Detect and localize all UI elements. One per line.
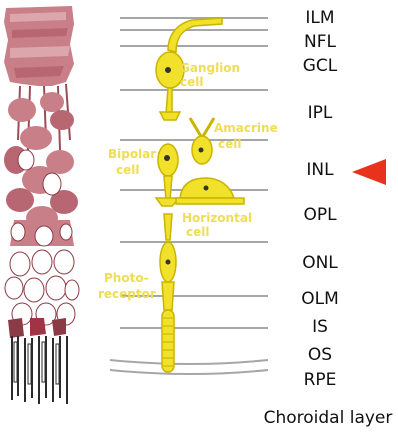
photoreceptor-label-line2: receptor xyxy=(98,287,156,301)
layer-label-olm: OLM xyxy=(301,289,339,309)
bipolar-label-line1: Bipolar xyxy=(108,147,156,161)
layer-label-nfl: NFL xyxy=(304,32,336,52)
layer-label-os: OS xyxy=(308,345,332,365)
layer-label-gcl: GCL xyxy=(303,56,338,76)
layer-label-rpe: RPE xyxy=(304,370,337,390)
layer-label-onl: ONL xyxy=(302,253,338,273)
ganglion-label-line2: cell xyxy=(180,75,203,89)
red-arrow-pointer-icon xyxy=(350,157,388,187)
layer-label-ipl: IPL xyxy=(308,103,333,123)
layer-label-inl: INL xyxy=(306,160,333,180)
layer-label-ilm: ILM xyxy=(305,8,334,28)
amacrine-label-line1: Amacrine xyxy=(214,121,278,135)
layer-label-choroid: Choroidal layer xyxy=(264,408,393,428)
ganglion-label-line1: Ganglion xyxy=(180,61,240,75)
layer-label-is: IS xyxy=(312,317,328,337)
cell-labels: Ganglion cell Amacrine cell Bipolar cell… xyxy=(98,61,278,301)
horizontal-label-line1: Horizontal xyxy=(182,211,252,225)
photoreceptor-outer-segment xyxy=(162,310,174,372)
horizontal-label-line2: cell xyxy=(186,225,209,239)
layer-label-opl: OPL xyxy=(303,205,336,225)
amacrine-label-line2: cell xyxy=(218,137,241,151)
photoreceptor-label-line1: Photo- xyxy=(104,271,149,285)
bipolar-label-line2: cell xyxy=(116,163,139,177)
retina-tissue-section xyxy=(4,6,79,404)
